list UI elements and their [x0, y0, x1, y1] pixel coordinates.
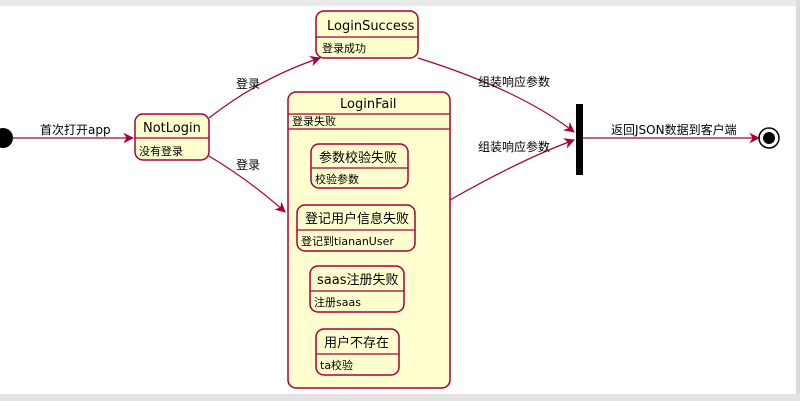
- substate-2-title: 登记用户信息失败: [305, 211, 409, 227]
- edge-label-return-json: 返回JSON数据到客户端: [611, 122, 737, 137]
- join-bar: [576, 104, 583, 175]
- state-login-success-desc: 登录成功: [322, 41, 366, 55]
- state-login-success-title: LoginSuccess: [327, 19, 415, 34]
- state-notlogin-desc: 没有登录: [139, 144, 183, 158]
- substate-3-desc: 注册saas: [314, 295, 361, 309]
- state-login-fail-desc: 登录失败: [292, 114, 336, 128]
- edge-label-fail-join: 组装响应参数: [478, 139, 550, 154]
- edge-success-to-join: [417, 57, 575, 133]
- right-window-edge: [796, 0, 800, 401]
- state-login-success: LoginSuccess 登录成功: [315, 10, 419, 59]
- edge-label-login-success: 登录: [236, 76, 260, 91]
- edge-fail-to-join: [449, 138, 576, 201]
- state-notlogin: NotLogin 没有登录: [134, 113, 210, 161]
- edge-label-success-join: 组装响应参数: [478, 74, 550, 89]
- state-notlogin-title: NotLogin: [143, 121, 201, 136]
- substate-4-desc: ta校验: [320, 358, 353, 372]
- edge-notlogin-to-success: [208, 55, 322, 119]
- substate-param-validation-failed: 参数校验失败 校验参数: [310, 143, 409, 189]
- substate-register-user-failed: 登记用户信息失败 登记到tiananUser: [296, 204, 416, 252]
- substate-saas-register-failed: saas注册失败 注册saas: [309, 265, 405, 313]
- state-login-fail: LoginFail 登录失败 参数校验失败 校验参数 登记用户信息失败 登记到t…: [287, 91, 451, 389]
- substate-1-desc: 校验参数: [315, 172, 359, 186]
- substate-4-title: 用户不存在: [324, 335, 389, 351]
- edge-label-login-fail: 登录: [236, 157, 260, 172]
- edge-label-first-open: 首次打开app: [40, 123, 111, 137]
- bottom-scroll-edge: [0, 394, 800, 401]
- substate-3-title: saas注册失败: [317, 273, 398, 288]
- substate-user-not-exist: 用户不存在 ta校验: [315, 328, 400, 376]
- substate-2-desc: 登记到tiananUser: [301, 234, 394, 248]
- top-scroll-edge: [0, 0, 800, 6]
- initial-state-node: [0, 128, 13, 148]
- edge-notlogin-to-fail: [208, 155, 286, 213]
- final-state-node: [758, 127, 780, 149]
- substate-1-title: 参数校验失败: [319, 150, 397, 166]
- state-login-fail-title: LoginFail: [340, 97, 397, 112]
